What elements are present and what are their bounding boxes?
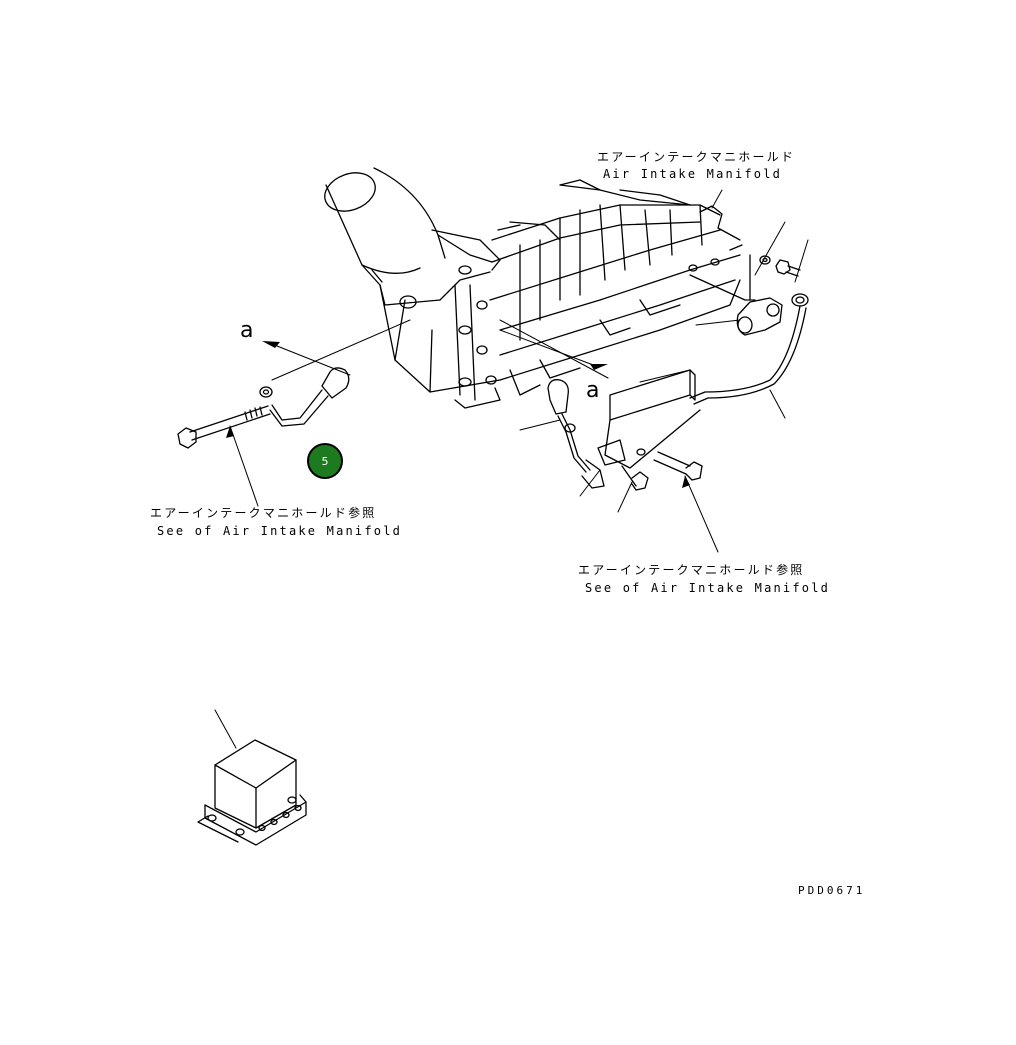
lead-wire-left — [259, 367, 350, 427]
intake-elbow — [324, 167, 493, 306]
manifold-end-plate — [379, 229, 501, 409]
washer-and-bolt — [759, 255, 801, 277]
heater-wire — [597, 305, 807, 469]
glow-relay — [197, 739, 307, 846]
leader-lines — [214, 189, 809, 749]
see-label-right-jp: エアーインテークマニホールド参照 — [578, 563, 805, 577]
long-bolt-left — [177, 405, 271, 449]
see-label-right-en: See of Air Intake Manifold — [585, 581, 831, 595]
bolt-lower-right — [621, 451, 703, 491]
see-label-left-jp: エアーインテークマニホールド参照 — [150, 506, 377, 520]
drawing-number: PDD0671 — [798, 884, 866, 897]
air-intake-manifold — [476, 179, 743, 396]
callout-5[interactable]: 5 — [307, 443, 343, 479]
view-a-right: a — [586, 378, 600, 403]
view-a-left: a — [240, 318, 254, 343]
manifold-label-jp: エアーインテークマニホールド — [597, 150, 796, 164]
manifold-label-en: Air Intake Manifold — [603, 167, 783, 181]
see-label-left-en: See of Air Intake Manifold — [157, 524, 403, 538]
